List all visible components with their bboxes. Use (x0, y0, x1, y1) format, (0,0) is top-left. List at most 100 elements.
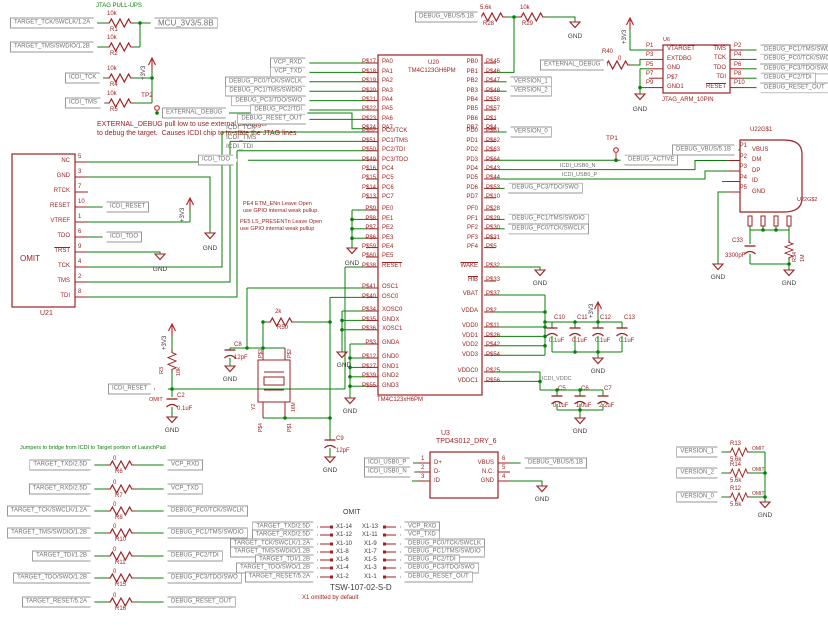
junction-dot-35 (774, 228, 778, 232)
resistor-r7 (107, 483, 136, 495)
c12-name: C12 (600, 315, 612, 321)
u20-pb-nums: P$45 P$46 P$47 P$48 P$58 P$57 P$1 P$4 (486, 59, 501, 132)
net-tag-version2-r14: VERSION_2 (676, 468, 722, 479)
x1-pin-4: X1-4 (336, 564, 349, 571)
r12-omit: OMIT (752, 491, 765, 497)
resistor-r34 (783, 240, 795, 260)
net-tag-vcp-txd-j: VCP_TXD (163, 483, 203, 495)
r28-name: R28 (483, 21, 495, 27)
junction-dot-21 (348, 356, 352, 360)
wire-62 (88, 132, 223, 268)
wire-61 (88, 251, 161, 254)
cap-curve-c2 (166, 403, 178, 408)
junction-dot-24 (348, 384, 352, 389)
x1-pin-13: X1-13 (362, 523, 379, 530)
r3-name: R3 (159, 366, 165, 374)
u20-vdda-name: VDDA (461, 308, 478, 315)
resistor-r4 (106, 72, 135, 84)
c13-name: C13 (624, 315, 636, 321)
r4-name: R4 (110, 82, 118, 88)
net-tag-target-rxd-j: TARGET_RXD/2.5D (29, 484, 95, 495)
junction-dot-29 (261, 320, 265, 324)
u20-gnda-name: GNDA (382, 340, 400, 347)
gnd-symbol-3 (153, 253, 167, 261)
wire-56 (88, 176, 211, 233)
junction-dot-25 (340, 318, 344, 323)
pe4-note-line1: PE4 ETM_ENn Leave Open (243, 201, 312, 207)
junction-dot-28 (261, 346, 265, 350)
cap-curve-c33 (744, 250, 756, 255)
x1-left-pad (330, 542, 333, 546)
u6-left-nums: P1 P3 P5 P7 P9 (646, 42, 654, 87)
u20-vddc-nums: P$25 P$56 (486, 368, 501, 384)
net-tag-version1-r13: VERSION_1 (676, 447, 722, 458)
u6-name-tms: TMS (713, 46, 726, 52)
net-tag-icdi-usb0-n-u3: ICDI_USB0_N (364, 467, 415, 478)
wire-63 (88, 141, 231, 283)
usb-shield-pad (760, 215, 766, 227)
u21-name-tck: TCK (58, 263, 70, 269)
r5-name: R5 (110, 107, 118, 113)
junction-dot-7 (543, 325, 547, 329)
u21-name-tdo: TDO (57, 233, 70, 239)
u21-name-nc: NC (61, 158, 70, 164)
wire-123 (717, 191, 728, 264)
tp1-symbol (613, 147, 619, 153)
u21-body (11, 153, 76, 308)
cap-curve-c9 (324, 444, 336, 449)
r29-name: R29 (522, 21, 534, 27)
net-tag-icdi-tdo-u21: ICDI_TDO (102, 231, 143, 243)
r11-name: R11 (115, 560, 126, 566)
gnd-symbol-2 (203, 232, 217, 240)
junction-dot-23 (348, 375, 352, 379)
u21-name-rtck: RTCK (53, 188, 70, 194)
gnd-symbol-16 (758, 501, 772, 509)
net-label-icdi-tck: ICDI_TCK (226, 124, 256, 131)
r12-value: 5.6k (730, 502, 742, 508)
net-tag-debug-reset-out-mcu: DEBUG_RESET_OUT (237, 114, 310, 125)
y2-value: 16M (291, 402, 297, 412)
x1-omit: OMIT (343, 509, 361, 516)
x1-pin-5: X1-5 (364, 556, 377, 563)
gnd-symbol-12 (573, 417, 587, 425)
resistor-r2 (106, 41, 135, 53)
junction-dot-5 (543, 310, 547, 314)
u21-pin-nums: 5 3 7 10 1 6 9 4 2 8 (78, 153, 85, 295)
u22-refdes: U22G$1 (750, 127, 773, 133)
gnd-symbol-11 (591, 357, 605, 365)
jumpers-note: Jumpers to bridge from ICDI to Target po… (20, 445, 166, 451)
resistor-r15 (107, 572, 136, 584)
x1-right-pad (383, 542, 386, 546)
external-debug-note-line2: to debug the target. Causes ICDI chip to… (97, 130, 297, 137)
c10-name: C10 (554, 315, 566, 321)
r14-name: R14 (730, 462, 742, 468)
net-tag-target-tck-j: TARGET_TCK/SWCLK/1.2A (7, 506, 95, 517)
resistor-r11 (107, 550, 136, 562)
c13-value: 0.1uF (619, 338, 635, 344)
gnd-text-gnda: GND (342, 408, 358, 415)
net-label-icdi-vddc: ICDI_VDDC (542, 376, 572, 382)
r13-omit: OMIT (752, 446, 765, 452)
resistor-r13 (728, 446, 751, 458)
gnd-symbol-0 (568, 21, 582, 29)
c5-value: 0.1uF (553, 403, 569, 409)
gnd-text-u3: GND (534, 496, 550, 503)
r10-name: R10 (115, 537, 127, 543)
u21-refdes: U21 (40, 310, 53, 317)
r1-value: 10k (107, 11, 117, 17)
tp2-symbol (154, 105, 160, 111)
net-tag-debug-reset-out-j: DEBUG_RESET_OUT (163, 596, 236, 608)
x1-left-pad (330, 566, 333, 570)
pe4-note-line2: use GPIO internal weak pullup. (243, 208, 319, 214)
c6-name: C6 (581, 386, 589, 392)
u20-wake-num: P$32 (486, 263, 501, 270)
resistor-r50 (267, 316, 296, 328)
crystal-body (257, 359, 291, 403)
junction-dot-8 (543, 334, 547, 339)
x1-left-pad (330, 558, 333, 562)
net-tag-icdi-tms: ICDI_TMS (65, 98, 105, 109)
junction-dot-2 (155, 111, 159, 115)
u21-name-tdi: TDI (60, 293, 70, 299)
r8-name: R8 (115, 515, 123, 521)
